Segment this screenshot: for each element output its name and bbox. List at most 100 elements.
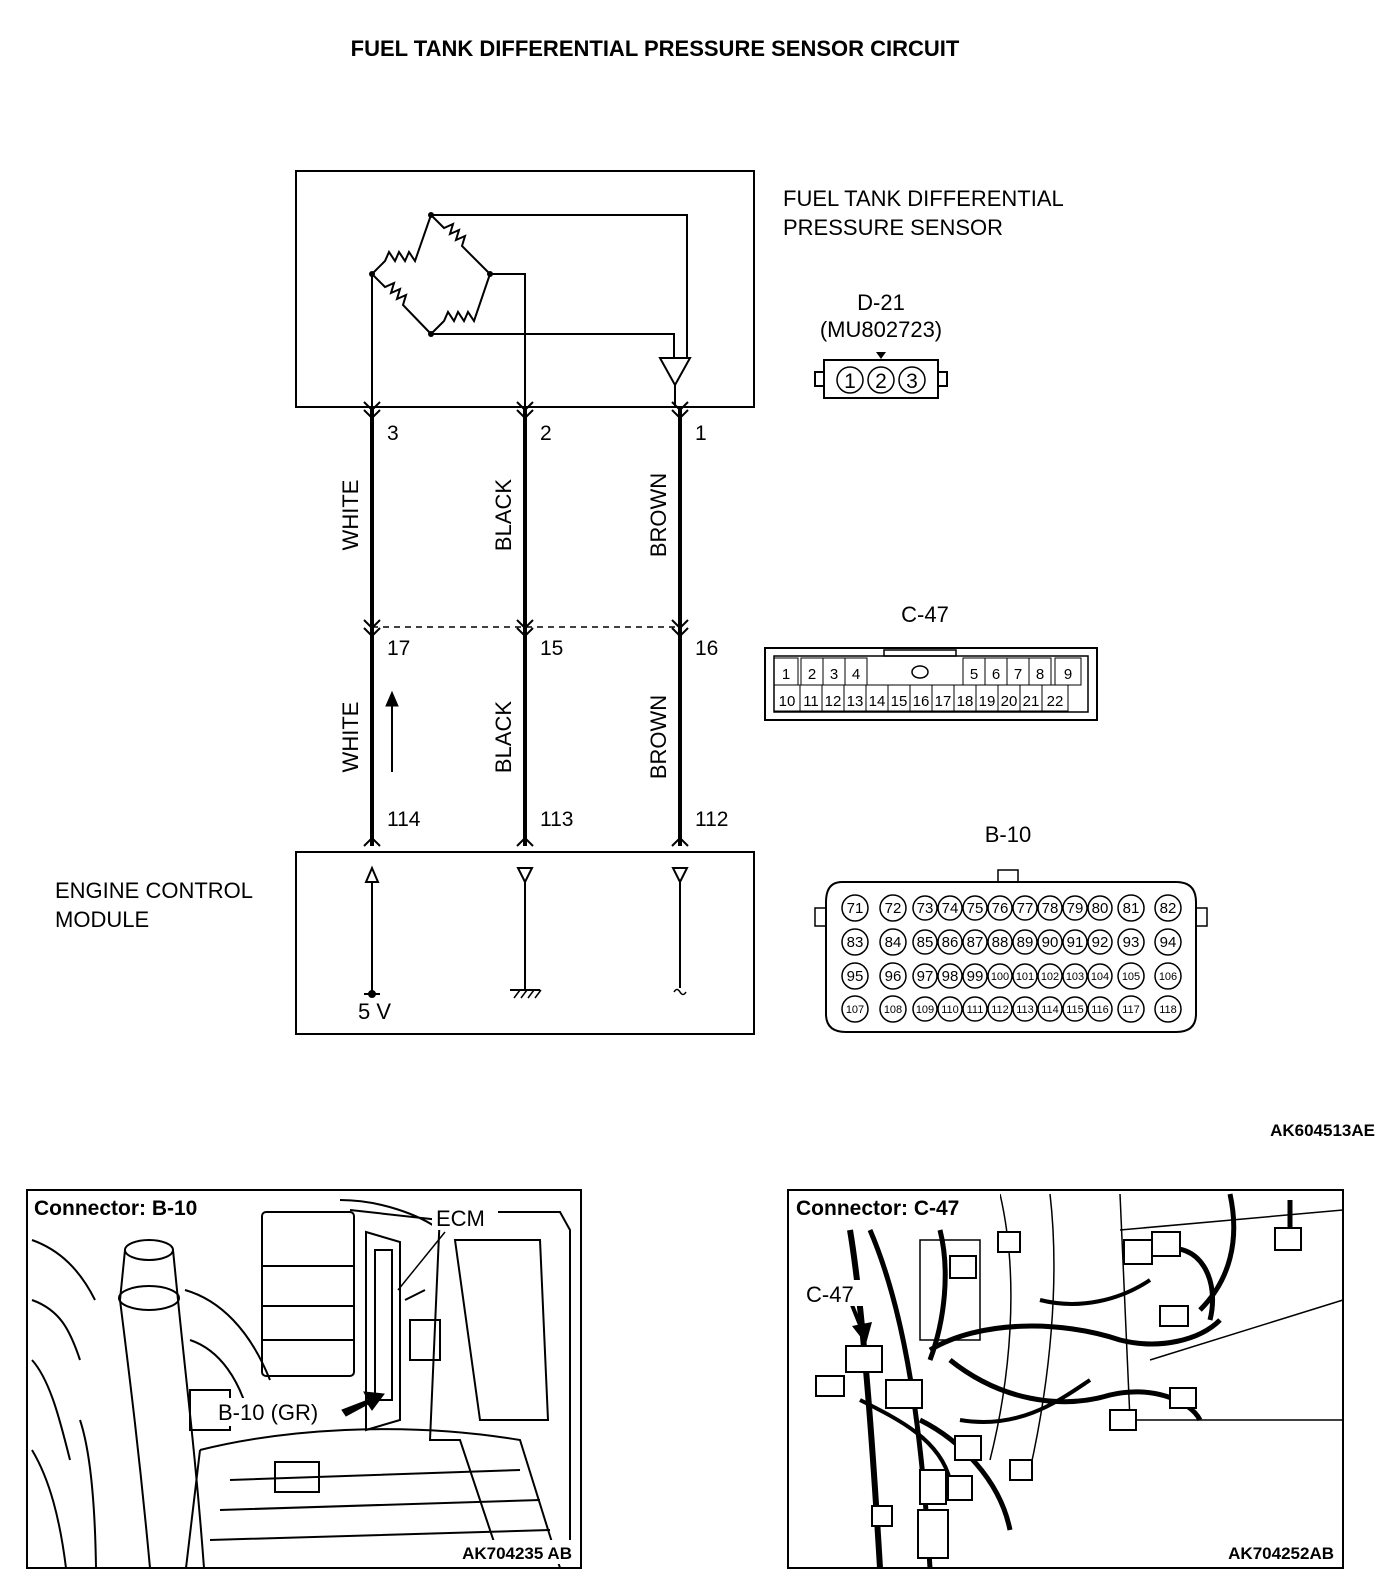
c47-pin-18: 18 (957, 693, 974, 710)
c47-pin-12: 12 (825, 693, 842, 710)
c47-pin-19: 19 (979, 693, 996, 710)
c47-pin-9: 9 (1064, 666, 1072, 683)
c47-pin-13: 13 (847, 693, 864, 710)
wire-color-lower-brown: BROWN (646, 695, 671, 779)
c47-wire-pin-16: 16 (695, 637, 718, 660)
b10-pin-76: 76 (992, 900, 1009, 917)
photo-right-c47: Connector: C-47 C-47 AK704252AB (787, 1189, 1344, 1569)
c47-pin-16: 16 (913, 693, 930, 710)
c47-pin-8: 8 (1036, 666, 1044, 683)
b10-pin-94: 94 (1160, 934, 1177, 951)
d21-part-number: (MU802723) (820, 317, 942, 342)
b10-pin-108: 108 (884, 1004, 902, 1016)
b10-pin-89: 89 (1017, 934, 1034, 951)
b10-pin-82: 82 (1160, 900, 1177, 917)
b10-pin-117: 117 (1122, 1004, 1140, 1016)
c47-pin-20: 20 (1001, 693, 1018, 710)
b10-pin-116: 116 (1091, 1004, 1109, 1016)
d21-pin-2: 2 (875, 370, 887, 393)
photo-left-ecm-label: ECM (436, 1206, 485, 1231)
b10-pin-110: 110 (941, 1004, 959, 1016)
b10-pin-98: 98 (942, 968, 959, 985)
ecm-supply-voltage: 5 V (358, 999, 391, 1024)
b10-pin-81: 81 (1123, 900, 1140, 917)
sensor-pin-1: 1 (695, 422, 707, 445)
b10-pin-105: 105 (1122, 971, 1140, 983)
c47-pin-4: 4 (852, 666, 860, 683)
b10-pin-90: 90 (1042, 934, 1059, 951)
b10-pin-95: 95 (847, 968, 864, 985)
c47-pin-5: 5 (970, 666, 978, 683)
c47-pin-21: 21 (1023, 693, 1040, 710)
ecm-label-line1: ENGINE CONTROL (55, 878, 253, 903)
harness-illustration (815, 1193, 1344, 1569)
b10-pin-109: 109 (916, 1004, 934, 1016)
b10-pin-91: 91 (1067, 934, 1084, 951)
b10-pin-77: 77 (1017, 900, 1034, 917)
b10-pin-73: 73 (917, 900, 934, 917)
c47-wire-pin-17: 17 (387, 637, 410, 660)
b10-pin-103: 103 (1066, 971, 1084, 983)
engine-bay-illustration (31, 1199, 571, 1569)
photo-left-caption: Connector: B-10 (34, 1197, 197, 1220)
b10-pin-104: 104 (1091, 971, 1109, 983)
c47-pin-17: 17 (935, 693, 952, 710)
ecm-pin-112: 112 (695, 808, 728, 831)
b10-pin-71: 71 (847, 900, 864, 917)
b10-pin-84: 84 (885, 934, 902, 951)
c47-pin-1: 1 (782, 666, 790, 683)
wire-color-upper-brown: BROWN (646, 473, 671, 557)
b10-pin-86: 86 (942, 934, 959, 951)
figure-code: AK604513AE (1270, 1121, 1375, 1140)
photo-left-code: AK704235 AB (462, 1544, 572, 1563)
c47-pin-15: 15 (891, 693, 908, 710)
sensor-pin-2: 2 (540, 422, 552, 445)
b10-pin-88: 88 (992, 934, 1009, 951)
b10-pin-97: 97 (917, 968, 934, 985)
wire-color-lower-white: WHITE (338, 702, 363, 773)
c47-name: C-47 (901, 602, 949, 627)
b10-pin-115: 115 (1066, 1004, 1084, 1016)
sensor-label-line1: FUEL TANK DIFFERENTIAL (783, 186, 1064, 211)
c47-pin-14: 14 (869, 693, 886, 710)
ecm-box (295, 851, 755, 1035)
b10-pin-114: 114 (1041, 1004, 1059, 1016)
b10-pin-112: 112 (991, 1004, 1009, 1016)
b10-pin-93: 93 (1123, 934, 1140, 951)
photo-left-connector-label: B-10 (GR) (218, 1400, 318, 1425)
b10-pin-107: 107 (846, 1004, 864, 1016)
b10-pin-102: 102 (1041, 971, 1059, 983)
c47-pin-6: 6 (992, 666, 1000, 683)
b10-pin-74: 74 (942, 900, 959, 917)
c47-pin-2: 2 (808, 666, 816, 683)
c47-pin-3: 3 (830, 666, 838, 683)
d21-name: D-21 (857, 290, 905, 315)
b10-pin-80: 80 (1092, 900, 1109, 917)
c47-pin-10: 10 (779, 693, 796, 710)
b10-pin-113: 113 (1016, 1004, 1034, 1016)
photo-right-caption: Connector: C-47 (796, 1197, 959, 1220)
bridge-circuit (371, 214, 692, 407)
wire-color-upper-black: BLACK (491, 479, 516, 551)
photo-right-connector-label: C-47 (806, 1282, 854, 1307)
b10-pin-106: 106 (1159, 971, 1177, 983)
ecm-pin-114: 114 (387, 808, 421, 831)
b10-pin-75: 75 (967, 900, 984, 917)
c47-pin-7: 7 (1014, 666, 1022, 683)
b10-pin-99: 99 (967, 968, 984, 985)
b10-pin-118: 118 (1159, 1004, 1177, 1016)
diagram-title: FUEL TANK DIFFERENTIAL PRESSURE SENSOR C… (351, 36, 960, 61)
sensor-box (295, 170, 755, 408)
sensor-pin-3: 3 (387, 422, 399, 445)
wire-color-lower-black: BLACK (491, 701, 516, 773)
photo-left-b10: Connector: B-10 ECM B-10 (GR) AK704235 A… (26, 1189, 582, 1569)
d21-pin-1: 1 (844, 370, 856, 393)
photo-right-code: AK704252AB (1228, 1544, 1334, 1563)
sensor-label-line2: PRESSURE SENSOR (783, 215, 1003, 240)
b10-pin-78: 78 (1042, 900, 1059, 917)
d21-pin-3: 3 (906, 370, 918, 393)
wire-color-upper-white: WHITE (338, 480, 363, 551)
